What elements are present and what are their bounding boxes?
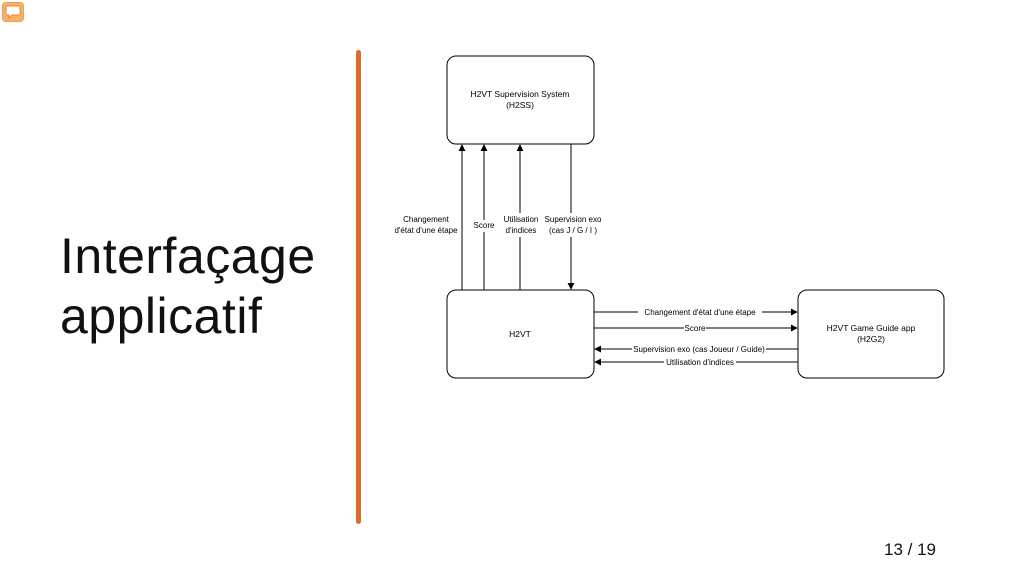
label-supervision-line2: (cas J / G / I ) <box>549 226 597 235</box>
label-supervision-line1: Supervision exo <box>545 215 602 224</box>
label-changement-line1: Changement <box>403 215 450 224</box>
h2ss-label-line1: H2VT Supervision System <box>470 89 569 99</box>
label-score-vertical: Score <box>474 221 495 230</box>
label-indices-horizontal: Utilisation d'indices <box>666 358 734 367</box>
h2g2-node <box>797 289 945 379</box>
slide-title: Interfaçage applicatif <box>60 226 316 346</box>
slide-title-line2: applicatif <box>60 288 263 344</box>
speech-bubble-icon[interactable] <box>2 2 24 22</box>
h2g2-label-line2: (H2G2) <box>857 334 885 344</box>
label-indices-line1: Utilisation <box>504 215 539 224</box>
h2ss-label-line2: (H2SS) <box>506 100 534 110</box>
vertical-divider <box>356 50 361 524</box>
h2g2-label-line1: H2VT Game Guide app <box>827 323 916 333</box>
label-changement-horizontal: Changement d'état d'une étape <box>644 308 756 317</box>
label-changement-line2: d'état d'une étape <box>394 226 458 235</box>
page-number: 13 / 19 <box>884 540 936 559</box>
h2ss-node <box>446 55 595 145</box>
label-supervision-horizontal: Supervision exo (cas Joueur / Guide) <box>633 345 765 354</box>
h2vt-label: H2VT <box>509 329 531 339</box>
label-indices-line2: d'indices <box>506 226 537 235</box>
label-score-horizontal: Score <box>685 324 706 333</box>
slide-title-line1: Interfaçage <box>60 228 316 284</box>
